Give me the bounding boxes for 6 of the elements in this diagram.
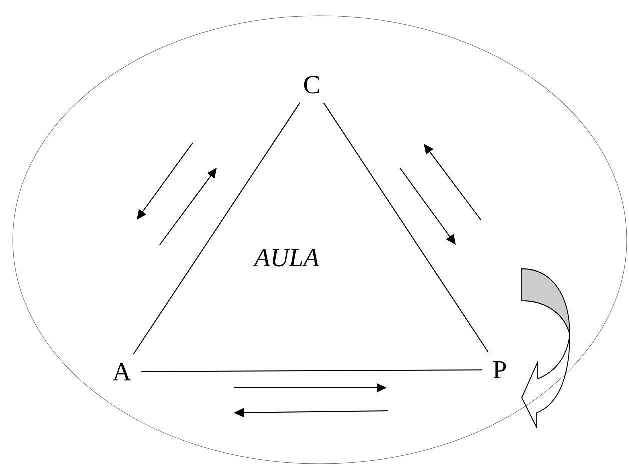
connector-line — [133, 102, 301, 355]
vertex-label: C — [304, 76, 320, 94]
vertex-label: A — [112, 363, 132, 381]
vertex-label: P — [494, 361, 506, 379]
connector-line — [323, 102, 489, 353]
connector-line — [141, 370, 484, 372]
